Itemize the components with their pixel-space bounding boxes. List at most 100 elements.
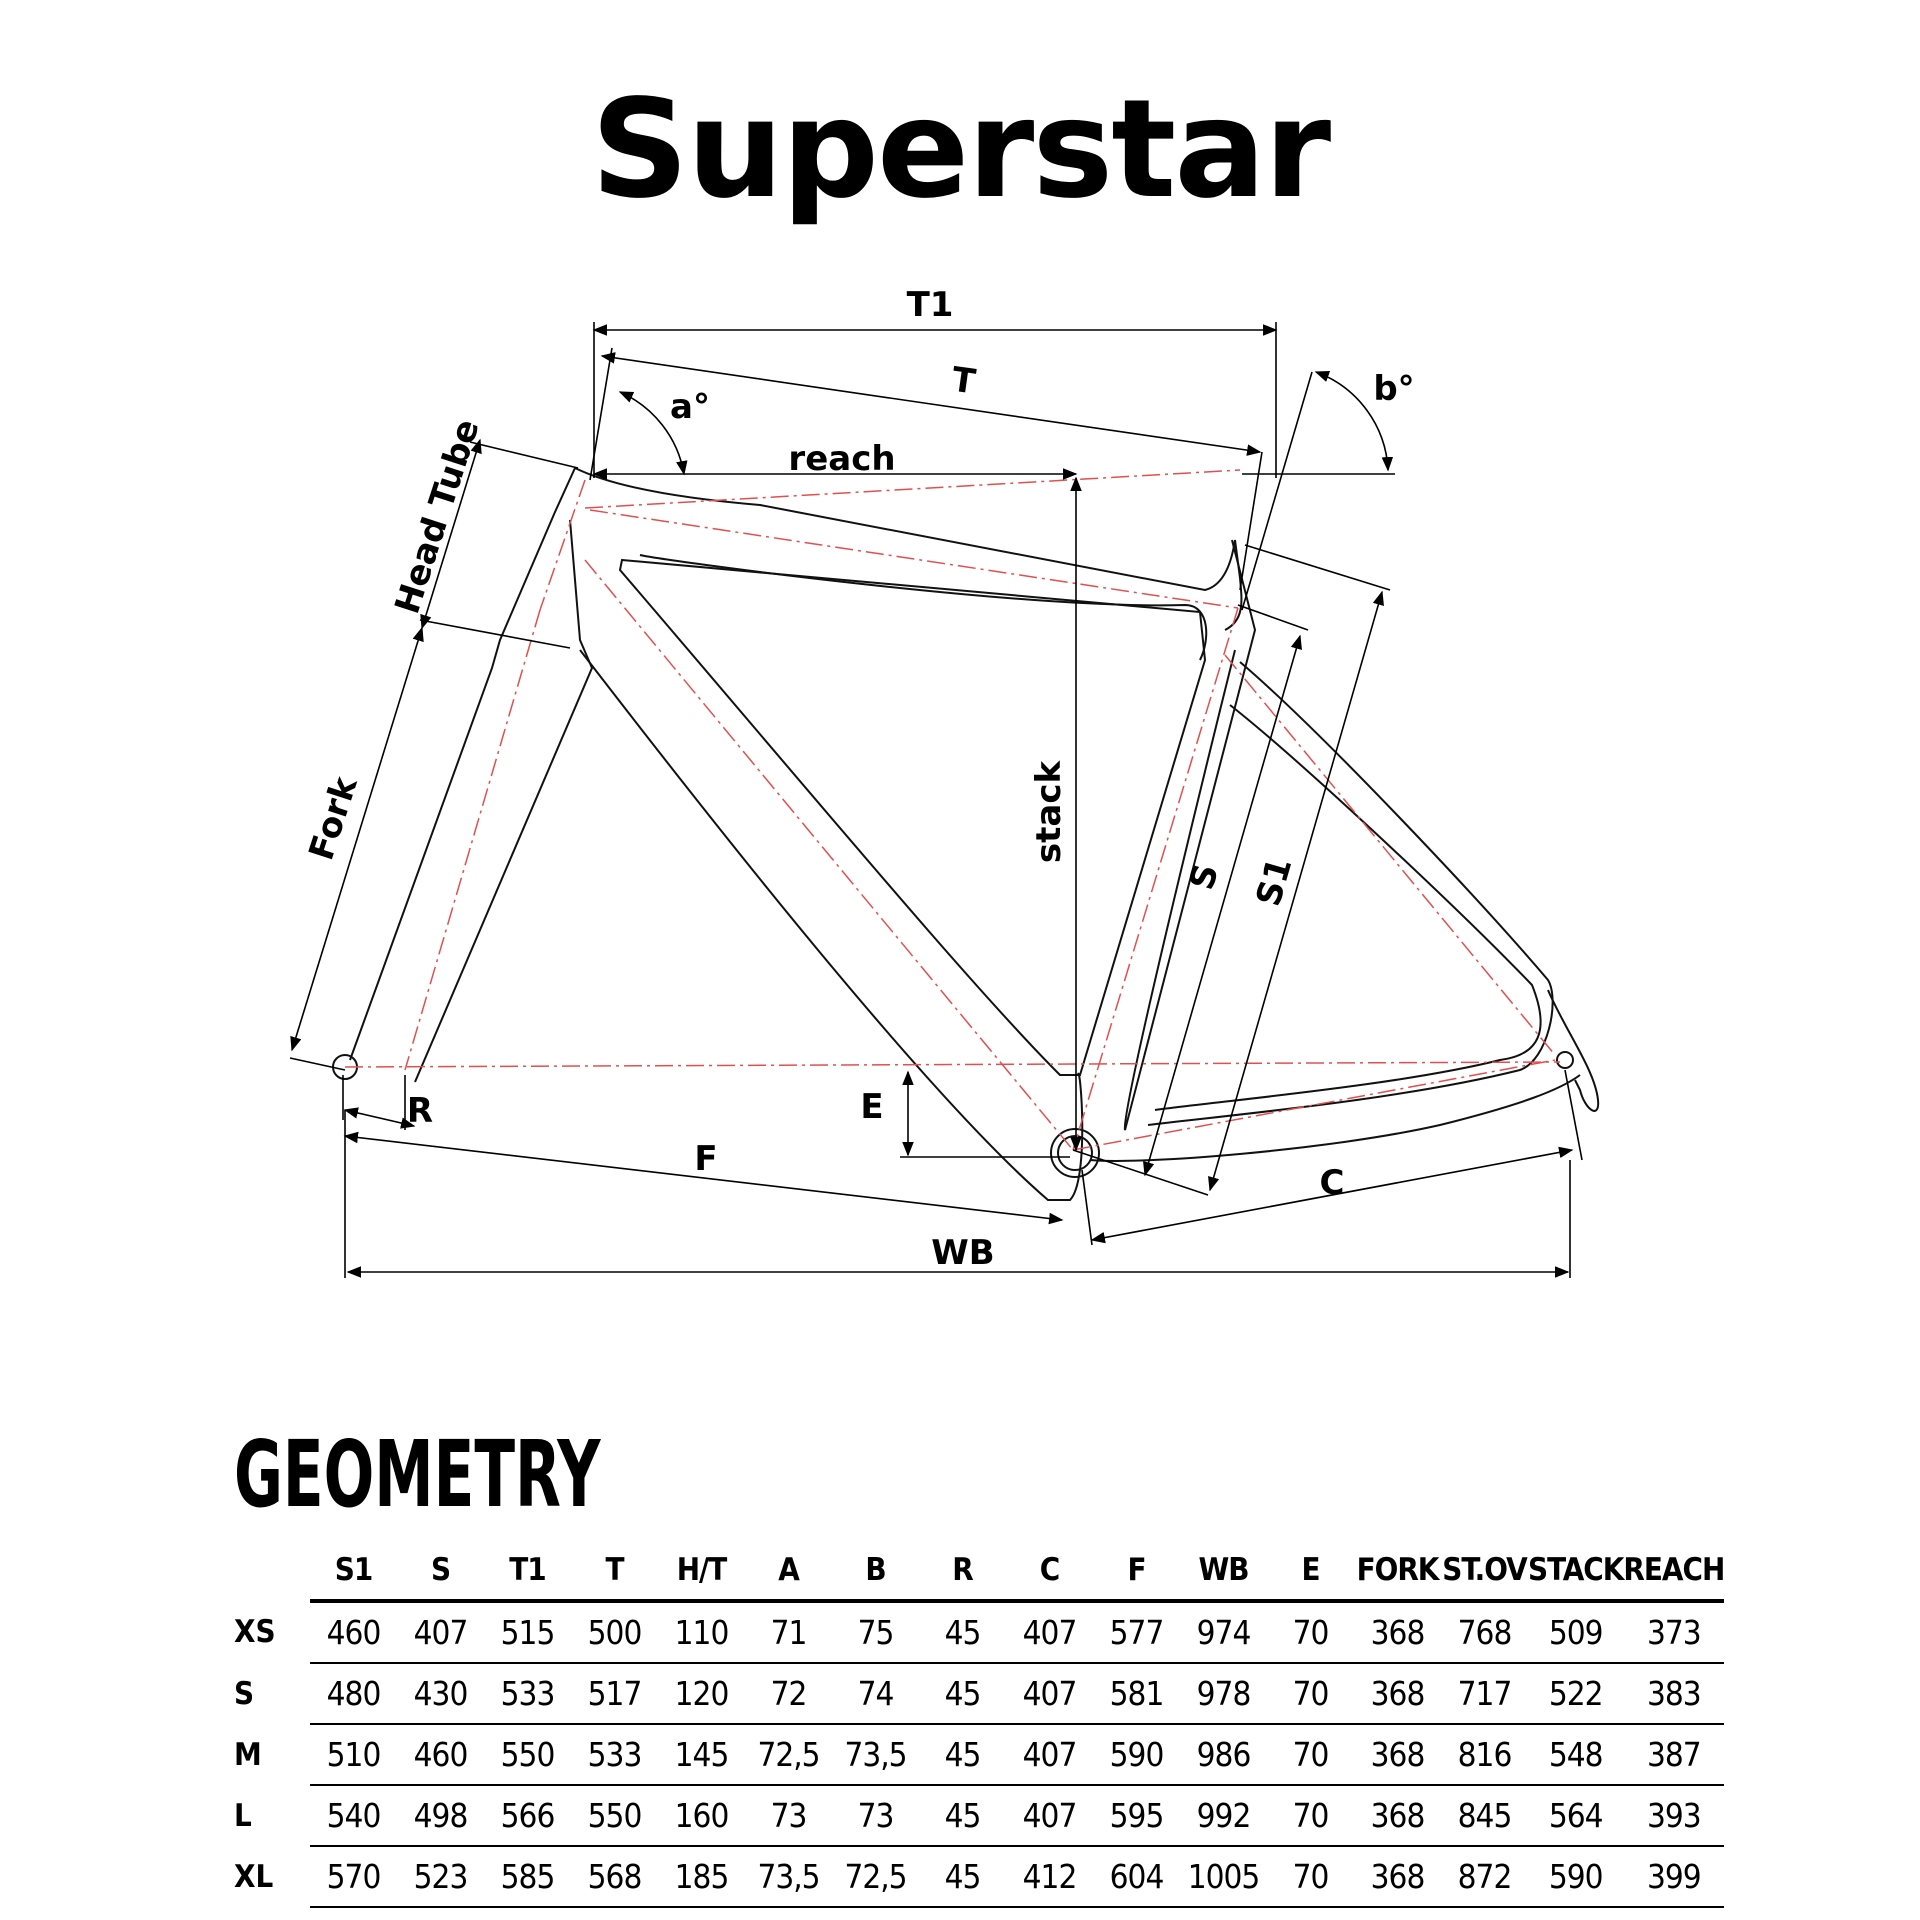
table-cell: 515: [484, 1601, 571, 1664]
table-cell: 498: [397, 1785, 484, 1847]
column-header: ST.OV: [1441, 1540, 1528, 1603]
table-cell: 45: [919, 1724, 1006, 1786]
table-cell: 407: [1006, 1663, 1093, 1725]
b-angle-arc: [1314, 371, 1394, 472]
table-cell: 517: [571, 1663, 658, 1725]
table-cell: 604: [1093, 1846, 1180, 1908]
table-cell: 590: [1093, 1724, 1180, 1786]
column-header: F: [1093, 1540, 1180, 1603]
r-dimension: [343, 1107, 416, 1129]
table-cell: 570: [310, 1846, 397, 1908]
r-label: R: [407, 1091, 433, 1131]
table-cell: 581: [1093, 1663, 1180, 1725]
column-header: R: [919, 1540, 1006, 1603]
a-angle-arc: [618, 391, 688, 476]
page-title: Superstar: [590, 71, 1331, 229]
t1-label: T1: [907, 285, 954, 325]
table-cell: 160: [658, 1785, 745, 1847]
table-cell: 717: [1441, 1663, 1528, 1725]
table-cell: 845: [1441, 1785, 1528, 1847]
table-cell: 45: [919, 1601, 1006, 1664]
table-cell: 70: [1267, 1601, 1354, 1664]
table-cell: 407: [1006, 1601, 1093, 1664]
column-header: H/T: [658, 1540, 745, 1603]
fork-dimension: [290, 626, 424, 1052]
table-cell: 73,5: [832, 1724, 919, 1786]
table-cell: 460: [310, 1601, 397, 1664]
table-cell: 45: [919, 1663, 1006, 1725]
seat-stay-outline: [1147, 661, 1554, 1126]
table-cell: 185: [658, 1846, 745, 1908]
table-cell: 383: [1623, 1663, 1725, 1725]
head-tube-label: Head Tube: [387, 415, 487, 619]
table-cell: 120: [658, 1663, 745, 1725]
table-cell: 393: [1623, 1785, 1725, 1847]
table-cell: 70: [1267, 1785, 1354, 1847]
table-cell: 407: [397, 1601, 484, 1664]
table-cell: 368: [1354, 1663, 1441, 1725]
c-label: C: [1320, 1163, 1345, 1203]
bottom-bracket-inner: [1057, 1135, 1093, 1171]
size-label: S: [234, 1675, 255, 1712]
table-cell: 590: [1528, 1846, 1624, 1908]
dimension-lines: [289, 322, 1583, 1278]
table-cell: 368: [1354, 1601, 1441, 1664]
table-cell: 595: [1093, 1785, 1180, 1847]
table-cell: 577: [1093, 1601, 1180, 1664]
table-cell: 407: [1006, 1724, 1093, 1786]
header-corner: [228, 1540, 310, 1601]
head-tube-outline: [349, 467, 594, 1083]
table-cell: 368: [1354, 1785, 1441, 1847]
table-cell: 75: [832, 1601, 919, 1664]
t-dimension: [600, 352, 1262, 456]
table-cell: 368: [1354, 1724, 1441, 1786]
table-cell: 430: [397, 1663, 484, 1725]
table-cell: 566: [484, 1785, 571, 1847]
column-header: B: [832, 1540, 919, 1603]
c-dimension: [1090, 1146, 1574, 1244]
size-label: M: [234, 1736, 262, 1773]
table-cell: 407: [1006, 1785, 1093, 1847]
table-cell: 548: [1528, 1724, 1624, 1786]
table-cell: 73: [832, 1785, 919, 1847]
table-cell: 70: [1267, 1724, 1354, 1786]
b-angle-label: b°: [1373, 369, 1414, 409]
column-header: REACH: [1623, 1540, 1725, 1603]
table-cell: 872: [1441, 1846, 1528, 1908]
table-cell: 74: [832, 1663, 919, 1725]
table-cell: 412: [1006, 1846, 1093, 1908]
table-cell: 71: [745, 1601, 832, 1664]
table-cell: 992: [1180, 1785, 1267, 1847]
table-cell: 373: [1623, 1601, 1725, 1664]
table-cell: 585: [484, 1846, 571, 1908]
frame-geometry-diagram: T1 T a° b° reach Head Tube Fork stack S …: [289, 285, 1600, 1278]
table-cell: 768: [1441, 1601, 1528, 1664]
seat-tube-outline: [1123, 539, 1257, 1131]
table-cell: 73: [745, 1785, 832, 1847]
table-cell: 509: [1528, 1601, 1624, 1664]
table-cell: 70: [1267, 1846, 1354, 1908]
column-header: WB: [1180, 1540, 1267, 1603]
column-header: STACK: [1528, 1540, 1624, 1603]
table-cell: 399: [1623, 1846, 1725, 1908]
table-cell: 533: [484, 1663, 571, 1725]
rear-dropout: [1556, 1051, 1574, 1069]
column-header: FORK: [1354, 1540, 1441, 1603]
size-label: XL: [234, 1858, 274, 1895]
table-cell: 986: [1180, 1724, 1267, 1786]
frame-centerlines: [344, 469, 1561, 1151]
table-cell: 522: [1528, 1663, 1624, 1725]
table-cell: 70: [1267, 1663, 1354, 1725]
dropout-outline: [1547, 989, 1600, 1112]
size-label: XS: [234, 1614, 276, 1650]
table-cell: 480: [310, 1663, 397, 1725]
s1-dimension: [1208, 590, 1384, 1192]
table-cell: 816: [1441, 1724, 1528, 1786]
column-header: E: [1267, 1540, 1354, 1603]
